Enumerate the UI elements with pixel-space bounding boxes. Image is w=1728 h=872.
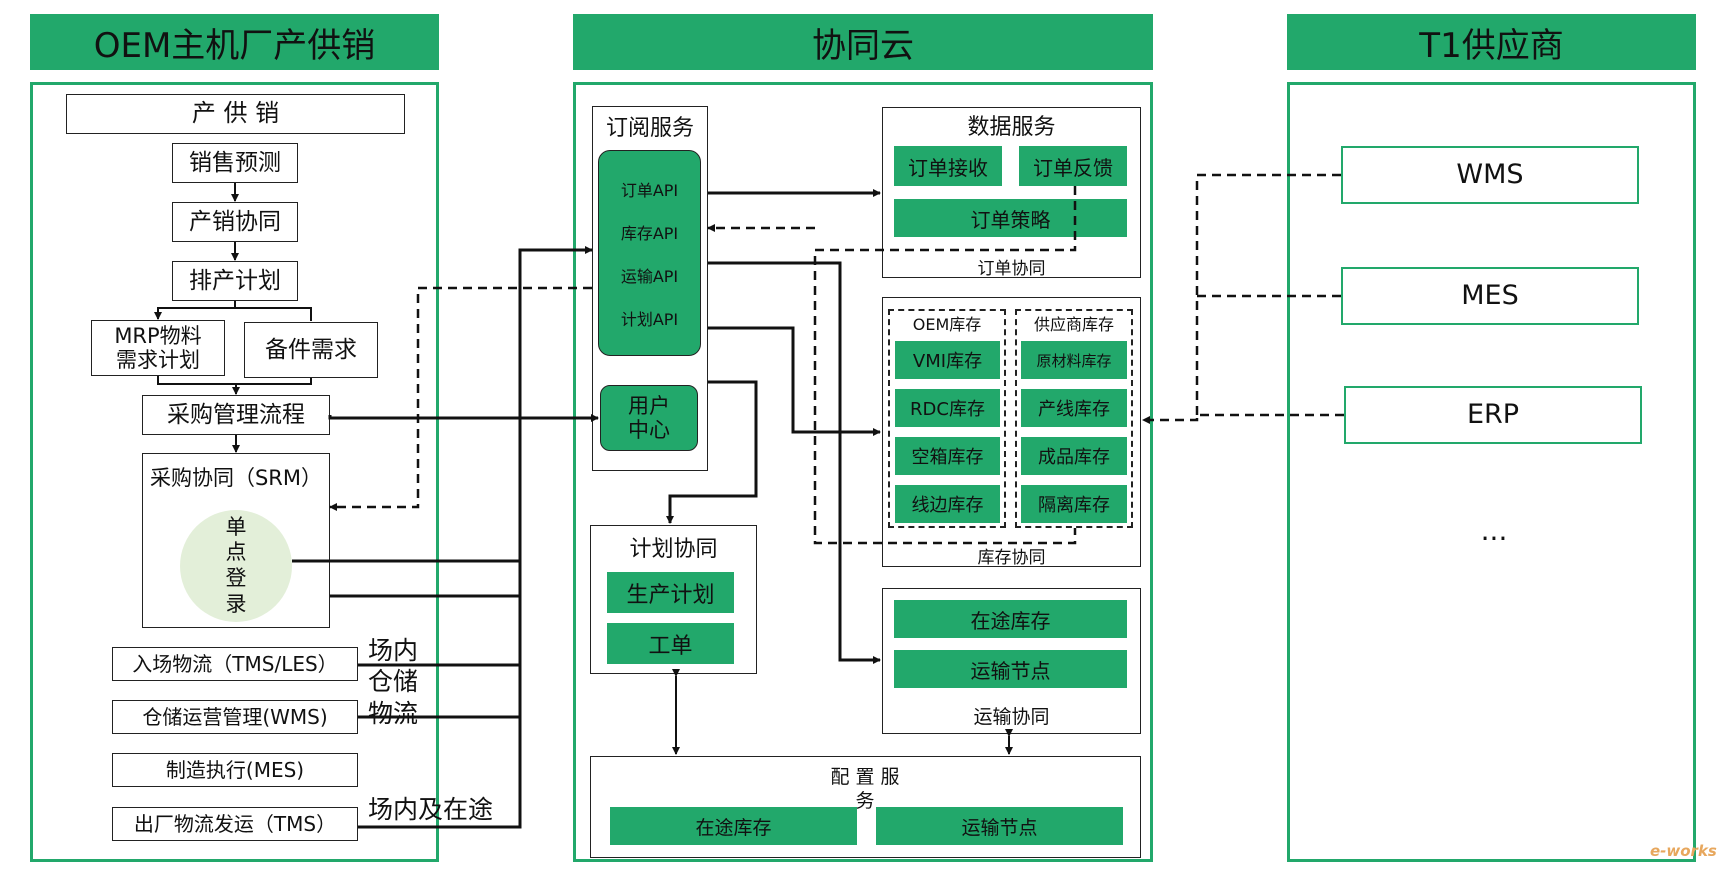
plan-coord-label: 计划协同 [629,537,718,562]
mrp-box: MRP物料 需求计划 [91,320,225,376]
line-outbound-api [358,561,522,829]
line-stock-api-transport [708,261,881,664]
config-transit-stock: 在途库存 [610,807,857,845]
supplier-stock-line: 产线库存 [1021,389,1127,427]
supplier-stock-group [1015,309,1133,528]
header-cloud: 协同云 [573,14,1153,70]
inbound-logistics-box: 入场物流（TMS/LES） [112,647,358,681]
t1-wms: WMS [1341,146,1639,204]
api-stock[interactable]: 库存API [620,224,679,243]
t1-mes: MES [1341,267,1639,325]
dashed-t1-erp [1142,413,1344,424]
oem-stock-label: OEM库存 [912,315,982,334]
line-plan-api-stock [708,326,881,436]
oem-stock-group [888,309,1006,528]
dashed-api-srm [329,286,592,511]
t1-more: ... [1480,513,1508,547]
header-t1: T1供应商 [1287,14,1696,70]
work-order: 工单 [607,623,734,664]
t1-erp: ERP [1344,386,1642,444]
order-feedback: 订单反馈 [1019,146,1127,186]
oem-stock-lineside: 线边库存 [895,485,1000,523]
data-service-label: 数据服务 [967,115,1056,140]
oem-column [30,82,439,862]
line-sso-api [292,246,593,563]
oem-top-box: 产 供 销 [66,94,405,134]
dashed-t1-wms [1195,173,1341,420]
order-receive: 订单接收 [894,146,1002,186]
dashed-feedback-loop [813,186,1077,545]
api-group: 订单API 库存API 运输API 计划API [598,150,701,356]
srm-label: 采购协同（SRM） [149,466,323,490]
sales-forecast-box: 销售预测 [172,143,298,183]
header-oem: OEM主机厂产供销 [30,14,439,70]
arrow-schedule-mrp [154,301,236,320]
oem-stock-rdc: RDC库存 [895,389,1000,427]
oem-stock-empty-box: 空箱库存 [895,437,1000,475]
user-center-box[interactable]: 用户 中心 [600,385,698,451]
transit-stock: 在途库存 [894,600,1127,638]
api-transport[interactable]: 运输API [620,267,679,286]
warehouse-wms-box: 仓储运营管理(WMS) [112,700,358,734]
production-plan: 生产计划 [607,572,734,613]
order-strategy: 订单策略 [894,199,1127,237]
supplier-stock-finished: 成品库存 [1021,437,1127,475]
mes-box: 制造执行(MES) [112,753,358,787]
cloud-column [573,82,1153,862]
outbound-logistics-box: 出厂物流发运（TMS） [112,807,358,841]
t1-column [1287,82,1696,862]
transport-coord-label: 运输协同 [973,705,1050,728]
subscribe-service-label: 订阅服务 [605,116,694,141]
spare-parts-box: 备件需求 [244,322,378,378]
sales-coord-box: 产销协同 [172,202,298,242]
sso-circle[interactable]: 单 点 登 录 [180,510,292,622]
inplant-logistics-label: 场内 仓储 物流 [368,636,419,728]
watermark: e-works [1650,842,1717,860]
api-order[interactable]: 订单API [620,181,679,200]
supplier-stock-label: 供应商库存 [1033,315,1114,334]
inplant-transit-label: 场内及在途 [368,795,494,824]
stock-coord-label: 库存协同 [977,547,1046,568]
transport-node: 运输节点 [894,650,1127,688]
arrow-split-spare [235,307,312,321]
scheduling-box: 排产计划 [172,261,298,301]
procurement-box: 采购管理流程 [142,395,330,435]
line-procurement-usercenter [328,414,599,422]
api-plan[interactable]: 计划API [620,310,679,329]
arrow-mrp-procurement [157,376,312,385]
config-service-label: 配 置 服 务 [830,766,900,812]
oem-stock-vmi: VMI库存 [895,341,1000,379]
config-transport-node: 运输节点 [876,807,1123,845]
order-coord-label: 订单协同 [977,258,1046,279]
supplier-stock-quarantine: 隔离库存 [1021,485,1127,523]
supplier-stock-raw: 原材料库存 [1021,341,1127,379]
line-usercenter-plan [666,380,758,524]
